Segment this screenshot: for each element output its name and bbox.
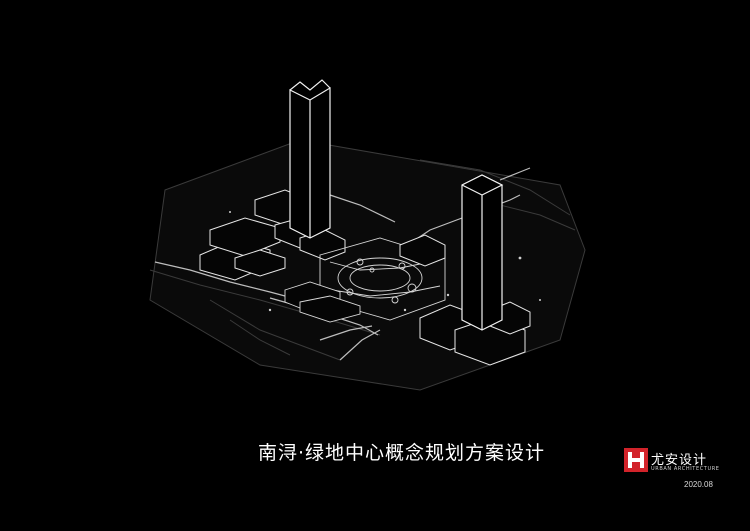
company-logo: 尤安设计 URBAN ARCHITECTURE <box>624 448 734 476</box>
logo-mark-icon <box>624 448 648 472</box>
logo-name: 尤安设计 <box>651 453 708 468</box>
right-tower <box>461 174 504 331</box>
left-tower <box>289 79 331 239</box>
site-details <box>229 211 541 312</box>
project-title: 南浔·绿地中心概念规划方案设计 <box>258 442 546 464</box>
south-pavilions <box>284 281 361 323</box>
logo-subtitle: URBAN ARCHITECTURE <box>651 466 720 472</box>
date-label: 2020.08 <box>684 480 713 489</box>
